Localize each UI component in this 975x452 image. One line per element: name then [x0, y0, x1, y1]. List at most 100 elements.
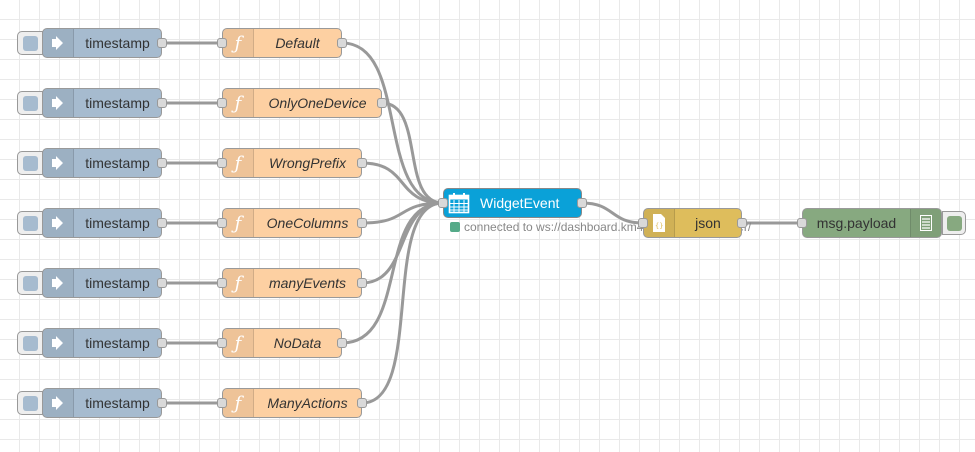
inject-trigger-button[interactable]	[17, 91, 43, 115]
inject-node-label: timestamp	[85, 335, 150, 351]
wire[interactable]	[381, 101, 444, 205]
inject-trigger-button[interactable]	[17, 391, 43, 415]
function-node-label: NoData	[273, 335, 322, 351]
function-node-onlyonedevice[interactable]: ƒ OnlyOneDevice	[217, 88, 387, 118]
function-node-label: WrongPrefix	[268, 155, 347, 171]
debug-toggle-button[interactable]	[942, 211, 966, 235]
inject-trigger-button[interactable]	[17, 211, 43, 235]
input-port[interactable]	[217, 98, 227, 108]
input-port[interactable]	[438, 198, 448, 208]
function-node-manyevents[interactable]: ƒ manyEvents	[217, 268, 367, 298]
function-icon: ƒ	[223, 269, 254, 297]
function-node-label: ManyActions	[267, 395, 348, 411]
calendar-icon	[444, 189, 474, 217]
function-icon: ƒ	[223, 149, 254, 177]
function-node-label: manyEvents	[268, 275, 347, 291]
inject-node-label: timestamp	[85, 95, 150, 111]
arrow-in-icon	[43, 209, 74, 237]
json-node[interactable]: {} json	[638, 208, 747, 238]
input-port[interactable]	[217, 278, 227, 288]
inject-trigger-button[interactable]	[17, 271, 43, 295]
debug-list-icon	[910, 209, 941, 237]
output-port[interactable]	[157, 98, 167, 108]
wire[interactable]	[341, 41, 444, 205]
function-icon: ƒ	[223, 29, 254, 57]
inject-button-square	[22, 95, 38, 111]
arrow-in-icon	[43, 89, 74, 117]
function-node-onecolumns[interactable]: ƒ OneColumns	[217, 208, 367, 238]
inject-node[interactable]: timestamp	[42, 328, 167, 358]
function-icon: ƒ	[223, 329, 254, 357]
wire[interactable]	[341, 201, 444, 345]
wire[interactable]	[361, 201, 444, 405]
inject-node[interactable]: timestamp	[42, 88, 167, 118]
output-port[interactable]	[577, 198, 587, 208]
wire[interactable]	[361, 161, 444, 205]
function-node-wrongprefix[interactable]: ƒ WrongPrefix	[217, 148, 367, 178]
output-port[interactable]	[157, 218, 167, 228]
inject-node-label: timestamp	[85, 35, 150, 51]
arrow-in-icon	[43, 269, 74, 297]
json-node-label: json	[695, 215, 721, 231]
output-port[interactable]	[357, 278, 367, 288]
inject-node-label: timestamp	[85, 275, 150, 291]
output-port[interactable]	[377, 98, 387, 108]
input-port[interactable]	[217, 158, 227, 168]
inject-button-square	[22, 215, 38, 231]
inject-button-square	[22, 275, 38, 291]
widget-event-label: WidgetEvent	[480, 195, 560, 211]
output-port[interactable]	[337, 338, 347, 348]
inject-button-square	[22, 35, 38, 51]
inject-node[interactable]: timestamp	[42, 268, 167, 298]
output-port[interactable]	[737, 218, 747, 228]
input-port[interactable]	[797, 218, 807, 228]
function-node-label: OneColumns	[266, 215, 349, 231]
function-node-label: Default	[275, 35, 320, 51]
output-port[interactable]	[337, 38, 347, 48]
output-port[interactable]	[357, 158, 367, 168]
debug-node-label: msg.payload	[816, 215, 897, 231]
output-port[interactable]	[157, 278, 167, 288]
inject-node[interactable]: timestamp	[42, 208, 167, 238]
input-port[interactable]	[217, 38, 227, 48]
function-node-nodata[interactable]: ƒ NoData	[217, 328, 347, 358]
widget-event-node[interactable]: WidgetEvent	[438, 188, 587, 218]
inject-button-square	[22, 155, 38, 171]
output-port[interactable]	[157, 398, 167, 408]
inject-node[interactable]: timestamp	[42, 148, 167, 178]
input-port[interactable]	[217, 338, 227, 348]
input-port[interactable]	[638, 218, 648, 228]
inject-button-square	[22, 395, 38, 411]
status-dot-icon	[450, 222, 460, 232]
output-port[interactable]	[157, 158, 167, 168]
output-port[interactable]	[357, 398, 367, 408]
inject-node-label: timestamp	[85, 155, 150, 171]
inject-trigger-button[interactable]	[17, 151, 43, 175]
function-node-default[interactable]: ƒ Default	[217, 28, 347, 58]
output-port[interactable]	[357, 218, 367, 228]
function-node-manyactions[interactable]: ƒ ManyActions	[217, 388, 367, 418]
function-icon: ƒ	[223, 209, 254, 237]
wire[interactable]	[581, 201, 644, 225]
arrow-in-icon	[43, 149, 74, 177]
inject-node[interactable]: timestamp	[42, 28, 167, 58]
inject-trigger-button[interactable]	[17, 31, 43, 55]
input-port[interactable]	[217, 218, 227, 228]
function-icon: ƒ	[223, 89, 254, 117]
json-file-icon: {}	[644, 209, 675, 237]
debug-node[interactable]: msg.payload	[797, 208, 942, 238]
wire[interactable]	[361, 201, 444, 285]
arrow-in-icon	[43, 389, 74, 417]
output-port[interactable]	[157, 338, 167, 348]
debug-toggle-square	[946, 215, 962, 231]
output-port[interactable]	[157, 38, 167, 48]
inject-node[interactable]: timestamp	[42, 388, 167, 418]
arrow-in-icon	[43, 29, 74, 57]
inject-button-square	[22, 335, 38, 351]
svg-text:{}: {}	[655, 222, 663, 230]
input-port[interactable]	[217, 398, 227, 408]
arrow-in-icon	[43, 329, 74, 357]
inject-node-label: timestamp	[85, 395, 150, 411]
inject-trigger-button[interactable]	[17, 331, 43, 355]
